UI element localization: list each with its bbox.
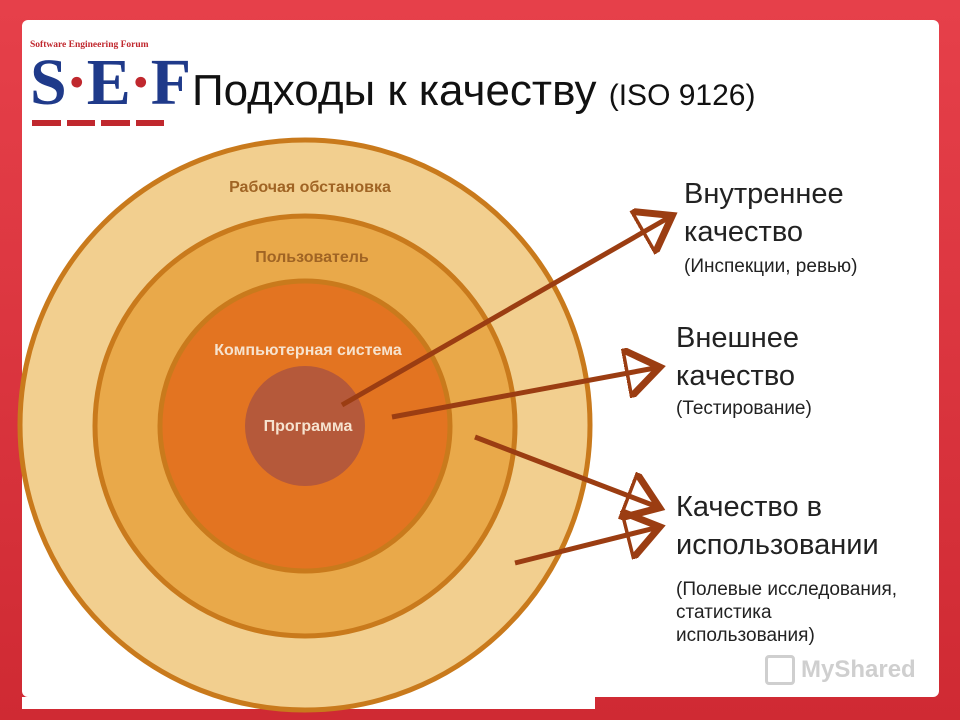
mortarboard-icon [765,655,795,685]
quality-in-use-line2: использовании [676,529,879,561]
logo-letter-f: F [150,46,191,119]
title-iso: (ISO 9126) [608,79,756,112]
quality-in-use-title: Качество в использовании [676,488,879,564]
watermark: MyShared [765,655,916,685]
page-title: Подходы к качеству (ISO 9126) [192,66,755,116]
logo-dot: · [129,46,152,119]
internal-quality-line2: качество [684,216,804,248]
logo-bars [32,120,164,128]
quality-in-use-note-line2: статистика [676,602,772,623]
sef-logo: Software Engineering Forum S·E·F [30,40,191,135]
quality-in-use-note-line1: (Полевые исследования, [676,579,898,600]
quality-in-use-note: (Полевые исследования, статистика исполь… [676,578,897,647]
external-quality-line1: Внешнее [676,322,800,354]
quality-in-use-note-line3: использования) [676,625,815,646]
arrow-in-use-upper [474,434,655,506]
ring-label-user: Пользователь [255,249,369,266]
ring-program [245,366,365,486]
arrow-external [391,368,655,420]
title-main: Подходы к качеству [192,66,597,115]
external-quality-title: Внешнее качество [676,319,799,395]
logo-dot: · [65,46,88,119]
internal-quality-line1: Внутреннее [684,178,844,210]
external-quality-note: (Тестирование) [676,398,812,419]
internal-quality-title: Внутреннее качество [684,175,844,251]
logo-mark: S·E·F [30,50,191,116]
logo-letter-s: S [30,46,67,119]
quality-in-use-line1: Качество в [676,491,823,523]
logo-caption: Software Engineering Forum [30,40,149,50]
arrow-in-use-lower [514,528,655,566]
internal-quality-note: (Инспекции, ревью) [684,256,858,277]
watermark-text: MyShared [801,656,916,683]
ring-label-environment: Рабочая обстановка [229,179,391,196]
logo-letter-e: E [86,46,131,119]
ring-label-program: Программа [264,418,353,435]
ring-label-computer-system: Компьютерная система [214,342,402,359]
external-quality-line2: качество [676,360,796,392]
arrow-internal [340,218,668,408]
